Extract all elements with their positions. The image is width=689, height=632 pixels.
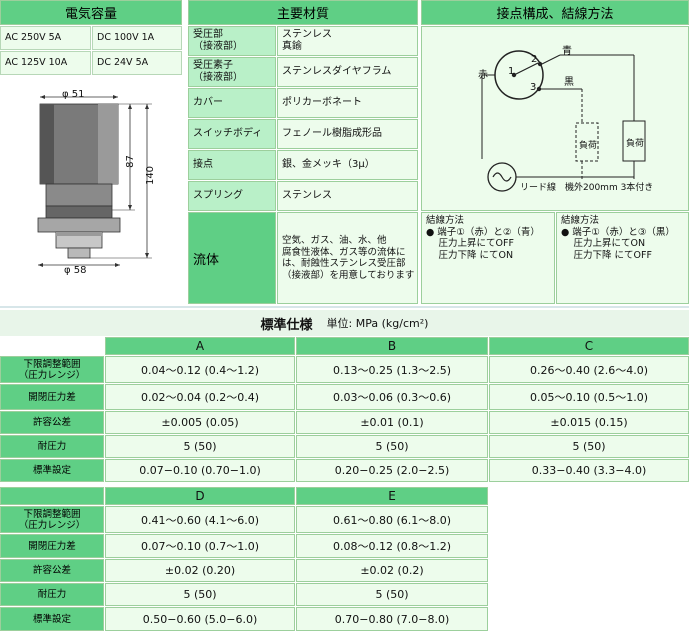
spec-col-e: E xyxy=(296,487,488,505)
lead-wire-label: リード線 機外200mm 3本付き xyxy=(518,180,656,193)
spec-row-label: 下限調整範囲 （圧力レンジ） xyxy=(0,356,104,383)
material-label: スイッチボディ xyxy=(188,119,276,149)
spec-row-label: 耐圧力 xyxy=(0,583,104,606)
spec-cell: 0.07〜0.10 (0.7〜1.0) xyxy=(105,534,295,558)
wire-black-label: 黒 xyxy=(564,77,574,88)
fluid-value: 空気、ガス、油、水、他 腐食性液体、ガス等の流体に は、耐蝕性ステンレス受圧部 … xyxy=(277,212,418,304)
spec-cell: 0.50−0.60 (5.0−6.0) xyxy=(105,607,295,631)
spec-corner xyxy=(0,337,104,355)
material-label: 接点 xyxy=(188,150,276,180)
rating-cell: AC 250V 5A xyxy=(0,26,91,50)
load-1-label: 負荷 xyxy=(579,141,598,151)
wiring-title: 接点構成、結線方法 xyxy=(421,0,689,25)
material-label: スプリング xyxy=(188,181,276,211)
spec-row-label: 開閉圧力差 xyxy=(0,384,104,410)
dim-height-140: 140 xyxy=(145,165,157,186)
spec-corner-bottom xyxy=(0,487,104,505)
fluid-label: 流体 xyxy=(188,212,276,304)
spec-row-label: 下限調整範囲 （圧力レンジ） xyxy=(0,506,104,533)
section-divider xyxy=(0,306,689,308)
terminal-1: 1 xyxy=(508,66,515,77)
rating-title: 電気容量 xyxy=(0,0,182,25)
material-label: 受圧部 （接液部） xyxy=(188,26,276,56)
spec-unit: 単位: MPa (kg/cm²) xyxy=(326,317,429,330)
spec-col-a: A xyxy=(105,337,295,355)
dim-width-top: φ 51 xyxy=(62,89,85,100)
material-value: ステンレスダイヤフラム xyxy=(277,57,418,87)
spec-title: 標準仕様 xyxy=(260,317,313,333)
switch-dimension-drawing xyxy=(37,95,152,267)
spec-cell: 0.70−0.80 (7.0−8.0) xyxy=(296,607,488,631)
spec-col-b: B xyxy=(296,337,488,355)
material-value: 銀、金メッキ（3μ） xyxy=(277,150,418,180)
spec-col-c: C xyxy=(489,337,689,355)
rating-cell: DC 100V 1A xyxy=(92,26,182,50)
spec-cell: 5 (50) xyxy=(489,435,689,458)
spec-cell: ±0.01 (0.1) xyxy=(296,411,488,434)
spec-cell: ±0.005 (0.05) xyxy=(105,411,295,434)
wiring-method-2: 結線方法 ● 端子①（赤）と③（黒） 圧力上昇にてON 圧力下降 にてOFF xyxy=(556,212,689,304)
spec-cell: 5 (50) xyxy=(105,435,295,458)
material-label: 受圧素子 （接液部） xyxy=(188,57,276,87)
spec-cell: 5 (50) xyxy=(105,583,295,606)
terminal-2: 2 xyxy=(531,54,538,65)
material-value: ポリカーボネート xyxy=(277,88,418,118)
spec-cell: 5 (50) xyxy=(296,435,488,458)
spec-cell: ±0.02 (0.20) xyxy=(105,559,295,582)
spec-cell: ±0.02 (0.2) xyxy=(296,559,488,582)
wiring-diagram xyxy=(481,50,646,192)
spec-cell: 0.04〜0.12 (0.4〜1.2) xyxy=(105,356,295,383)
spec-row-label: 開閉圧力差 xyxy=(0,534,104,558)
spec-row-label: 許容公差 xyxy=(0,411,104,434)
spec-cell: 0.20−0.25 (2.0−2.5) xyxy=(296,459,488,482)
wire-red-label: 赤 xyxy=(478,70,488,81)
spec-cell: 0.26〜0.40 (2.6〜4.0) xyxy=(489,356,689,383)
material-value: ステンレス 真鍮 xyxy=(277,26,418,56)
material-value: フェノール樹脂成形品 xyxy=(277,119,418,149)
wiring-method-1: 結線方法 ● 端子①（赤）と②（青） 圧力上昇にてOFF 圧力下降 にてON xyxy=(421,212,555,304)
spec-title-bar: 標準仕様 単位: MPa (kg/cm²) xyxy=(0,310,689,336)
spec-cell: 0.61〜0.80 (6.1〜8.0) xyxy=(296,506,488,533)
rating-cell: DC 24V 5A xyxy=(92,51,182,75)
spec-cell: 0.02〜0.04 (0.2〜0.4) xyxy=(105,384,295,410)
spec-cell: 0.03〜0.06 (0.3〜0.6) xyxy=(296,384,488,410)
spec-col-d: D xyxy=(105,487,295,505)
spec-cell: 0.05〜0.10 (0.5〜1.0) xyxy=(489,384,689,410)
spec-cell: 0.08〜0.12 (0.8〜1.2) xyxy=(296,534,488,558)
spec-cell: ±0.015 (0.15) xyxy=(489,411,689,434)
spec-cell: 0.13〜0.25 (1.3〜2.5) xyxy=(296,356,488,383)
wire-blue-label: 青 xyxy=(562,46,572,57)
load-2-label: 負荷 xyxy=(626,139,645,149)
spec-row-label: 標準設定 xyxy=(0,607,104,631)
rating-cell: AC 125V 10A xyxy=(0,51,91,75)
terminal-3: 3 xyxy=(530,82,537,93)
material-label: カバー xyxy=(188,88,276,118)
dim-width-bottom: φ 58 xyxy=(64,265,87,276)
spec-cell: 0.07−0.10 (0.70−1.0) xyxy=(105,459,295,482)
spec-row-label: 許容公差 xyxy=(0,559,104,582)
material-value: ステンレス xyxy=(277,181,418,211)
spec-cell: 0.41〜0.60 (4.1〜6.0) xyxy=(105,506,295,533)
spec-cell: 0.33−0.40 (3.3−4.0) xyxy=(489,459,689,482)
spec-cell: 5 (50) xyxy=(296,583,488,606)
materials-title: 主要材質 xyxy=(188,0,418,25)
dim-height-87: 87 xyxy=(124,155,136,168)
spec-row-label: 標準設定 xyxy=(0,459,104,482)
spec-row-label: 耐圧力 xyxy=(0,435,104,458)
